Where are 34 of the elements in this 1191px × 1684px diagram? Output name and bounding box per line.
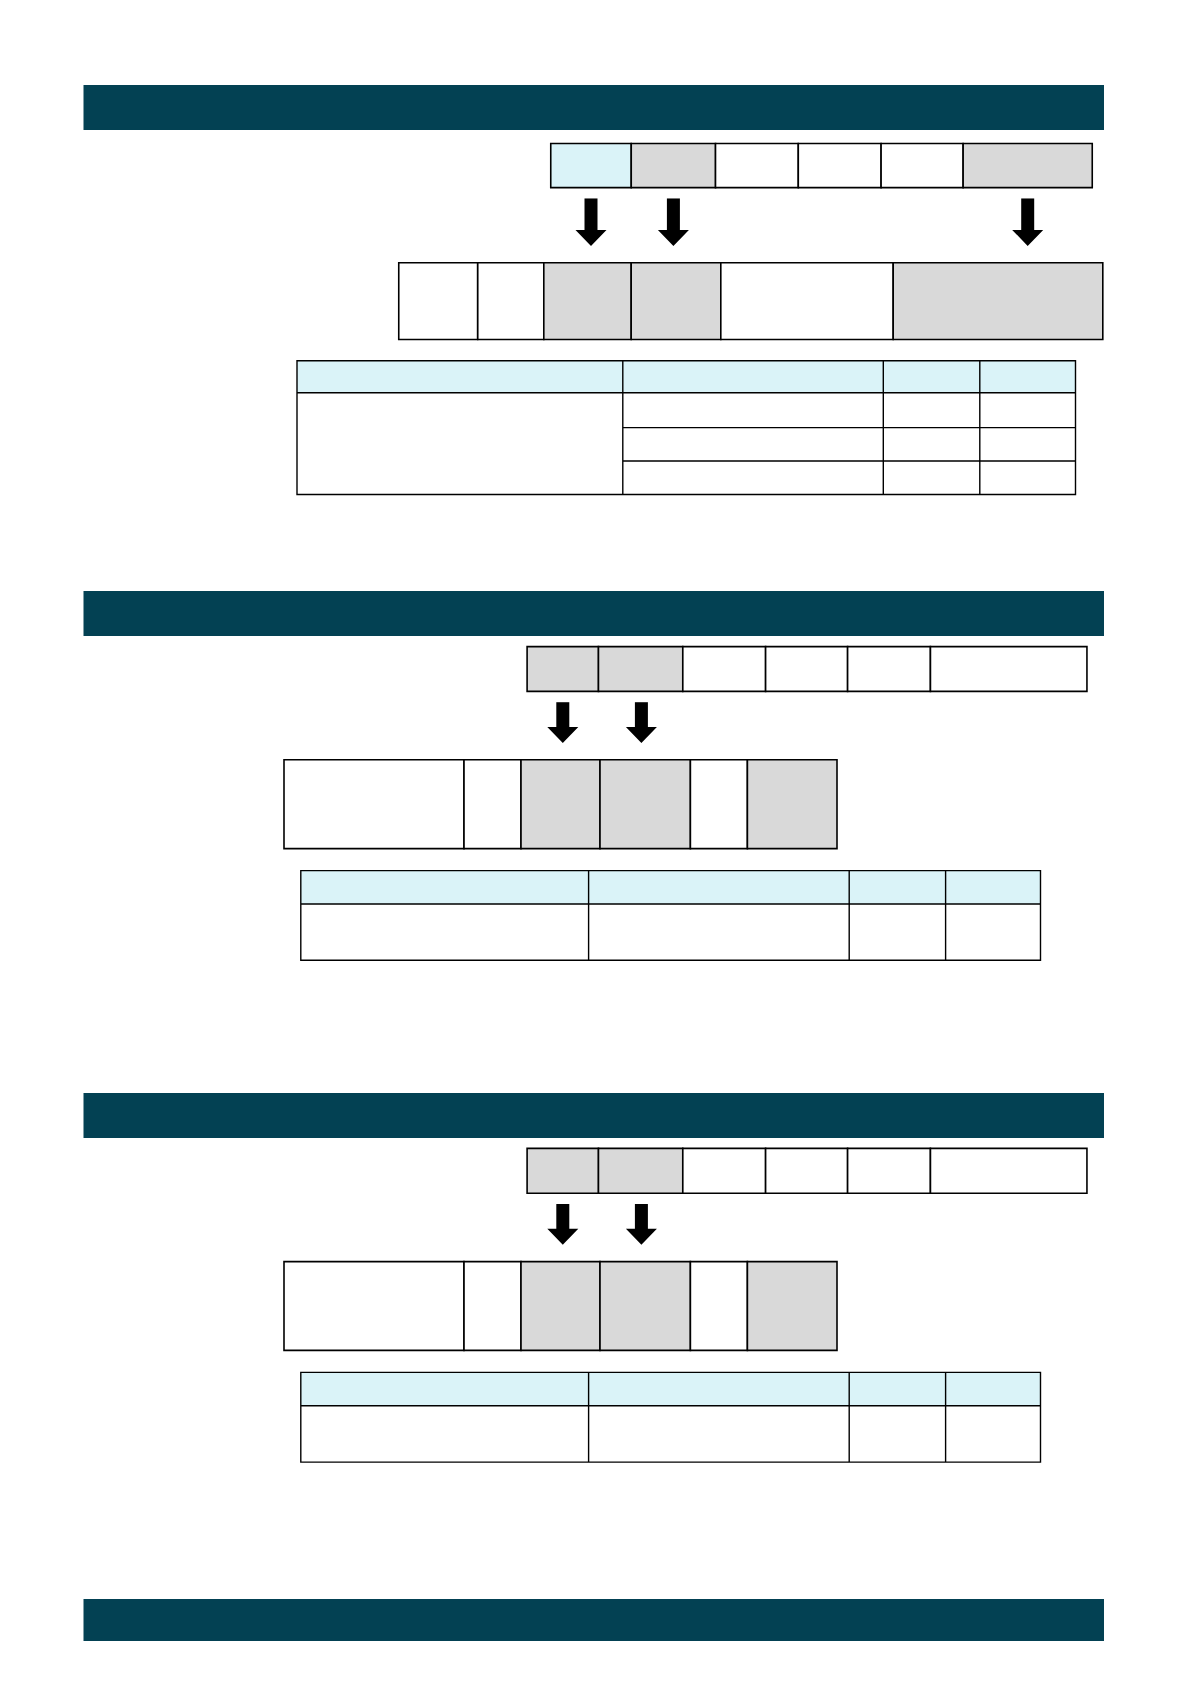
box <box>397 261 479 341</box>
box <box>630 261 722 341</box>
box <box>476 261 545 341</box>
box <box>463 759 522 850</box>
box <box>929 1147 1088 1194</box>
box <box>463 1260 522 1352</box>
box <box>962 142 1094 189</box>
box <box>549 142 633 189</box>
box <box>682 645 767 693</box>
box <box>720 261 894 341</box>
box <box>892 261 1104 341</box>
box <box>846 645 932 693</box>
box <box>714 142 800 189</box>
box <box>597 645 684 693</box>
box <box>746 1260 838 1352</box>
box <box>526 645 600 693</box>
box <box>764 645 849 693</box>
box <box>520 1260 601 1352</box>
box <box>682 1147 767 1194</box>
box <box>746 759 838 850</box>
box <box>599 1260 692 1352</box>
box <box>599 759 692 850</box>
box <box>526 1147 600 1194</box>
box <box>630 142 717 189</box>
box <box>764 1147 849 1194</box>
box <box>880 142 964 189</box>
box <box>929 645 1088 693</box>
box <box>846 1147 932 1194</box>
box <box>543 261 632 341</box>
box <box>597 1147 684 1194</box>
box <box>520 759 601 850</box>
box <box>689 759 749 850</box>
box <box>689 1260 749 1352</box>
box <box>797 142 882 189</box>
